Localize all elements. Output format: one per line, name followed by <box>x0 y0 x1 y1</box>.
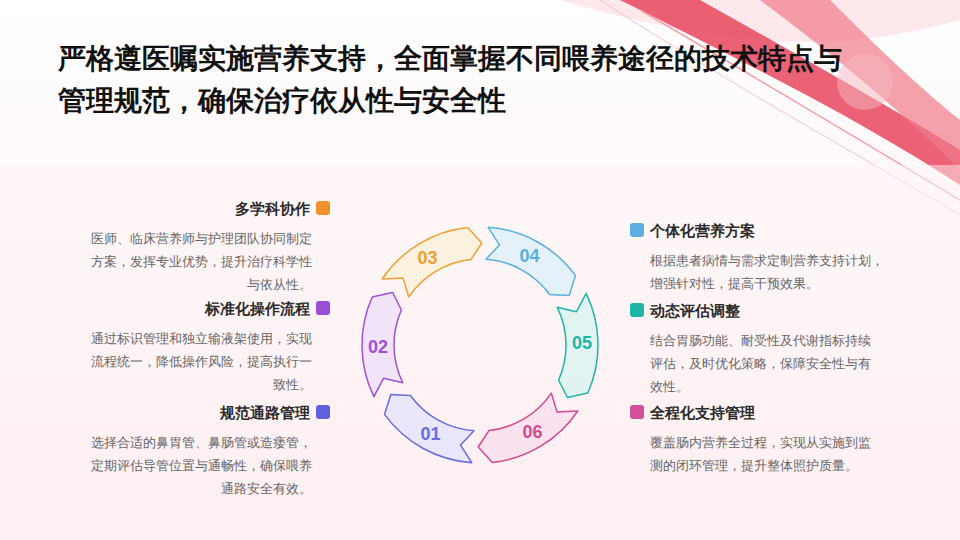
icon-square <box>316 301 330 315</box>
item-heading: 多学科协作 <box>235 199 310 219</box>
item-heading: 动态评估调整 <box>650 301 740 321</box>
step-number: 04 <box>519 245 539 267</box>
icon-square <box>316 405 330 419</box>
segment-outline <box>486 227 576 295</box>
item-description: 覆盖肠内营养全过程，实现从实施到监 测的闭环管理，提升整体照护质量。 <box>650 431 878 477</box>
swoosh <box>760 0 960 170</box>
item-description: 根据患者病情与需求定制营养支持计划， 增强针对性，提高干预效果。 <box>650 249 888 295</box>
item-heading: 标准化操作流程 <box>205 299 310 319</box>
step-number: 06 <box>523 421 543 443</box>
step-number: 05 <box>572 332 592 354</box>
segment-shape <box>340 205 620 485</box>
item-heading: 全程化支持管理 <box>650 403 755 423</box>
slide-title: 严格遵医嘱实施营养支持，全面掌握不同喂养途径的技术特点与 管理规范，确保治疗依从… <box>58 38 858 122</box>
item-heading: 规范通路管理 <box>220 403 310 423</box>
content-ground <box>0 165 960 540</box>
item-description: 通过标识管理和独立输液架使用，实现 流程统一，降低操作风险，提高执行一 致性。 <box>84 327 312 396</box>
step-number: 03 <box>417 247 437 269</box>
item-description: 选择合适的鼻胃管、鼻肠管或造瘘管， 定期评估导管位置与通畅性，确保喂养 通路安全… <box>84 431 312 500</box>
decor-circle <box>837 54 893 110</box>
step-number: 02 <box>368 336 388 358</box>
item-heading: 个体化营养方案 <box>650 221 755 241</box>
segment-outline <box>382 228 482 297</box>
icon-square <box>630 405 644 419</box>
step-number: 01 <box>421 423 441 445</box>
item-description: 医师、临床营养师与护理团队协同制定 方案，发挥专业优势，提升治疗科学性 与依从性… <box>84 227 312 296</box>
icon-square <box>316 201 330 215</box>
icon-square <box>630 223 644 237</box>
icon-square <box>630 303 644 317</box>
segment-outline <box>557 293 598 397</box>
item-description: 结合胃肠功能、耐受性及代谢指标持续 评估，及时优化策略，保障安全性与有 效性。 <box>650 329 878 398</box>
ring-segment: 06 <box>340 205 620 485</box>
segment-outline <box>362 293 403 397</box>
segment-outline <box>478 393 578 462</box>
segment-outline <box>385 395 475 463</box>
